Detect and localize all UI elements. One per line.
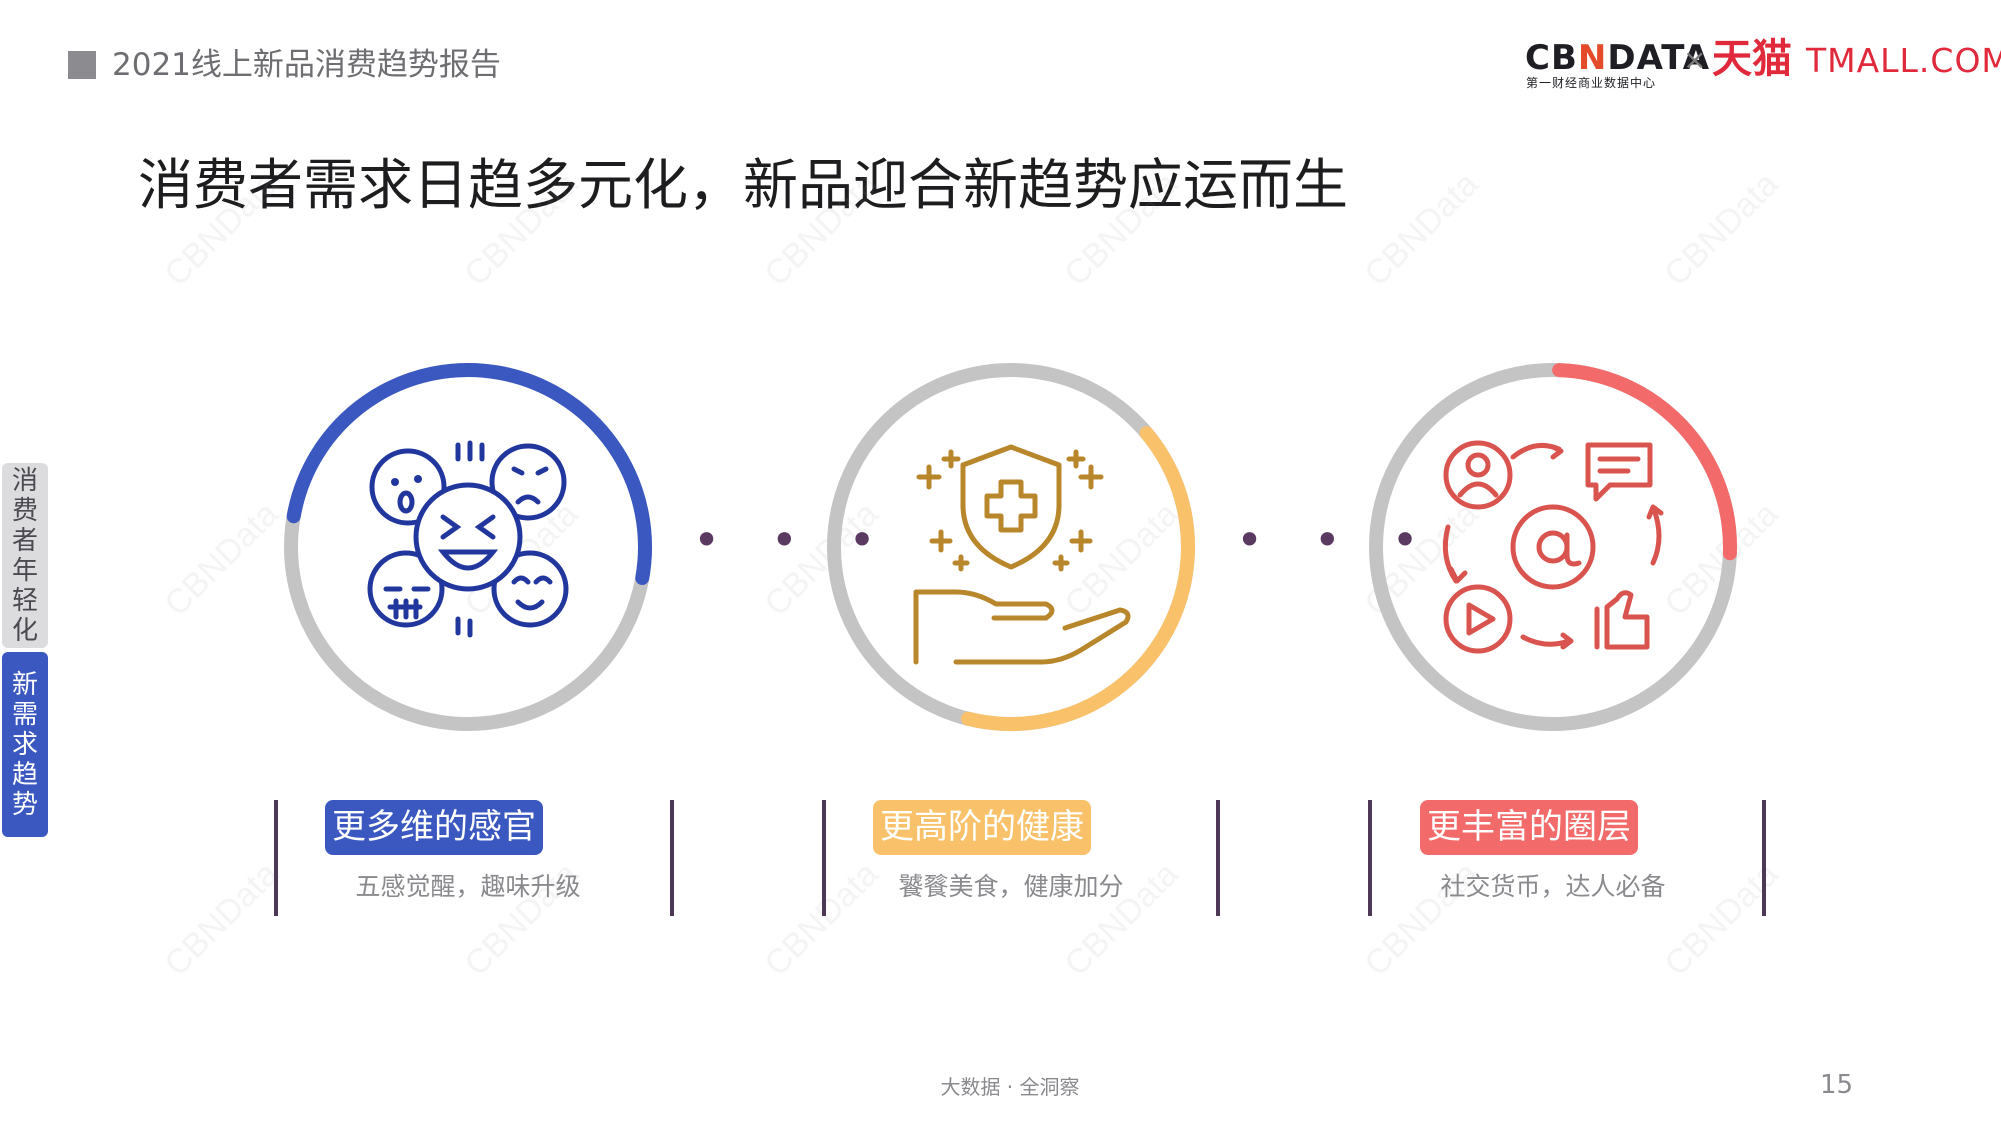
tmall-logo-cn: 天猫 xyxy=(1712,36,1792,82)
cbndata-logo: CBNDATA xyxy=(1525,38,1710,78)
ring-progress-arc xyxy=(1369,363,1737,731)
cbndata-logo-n: N xyxy=(1577,38,1608,78)
report-title: 2021线上新品消费趋势报告 xyxy=(112,47,501,83)
watermark-text: CBNData xyxy=(157,854,286,984)
side-tab-char: 趋 xyxy=(11,759,38,790)
side-tab-char: 者 xyxy=(11,525,38,556)
report-marker-square xyxy=(68,51,96,79)
trend-title-social: 更丰富的圈层 xyxy=(1420,800,1638,855)
ring-svg-sensory xyxy=(284,363,652,731)
trend-subtitle-health: 饕餮美食，健康加分 xyxy=(898,872,1124,901)
side-tab-char: 势 xyxy=(11,789,38,820)
side-tab-char: 费 xyxy=(11,495,38,526)
ring-progress-arc xyxy=(284,363,652,731)
trend-ring-health xyxy=(821,357,1201,737)
trend-title-health: 更高阶的健康 xyxy=(873,800,1091,855)
side-tab-char: 化 xyxy=(11,615,38,646)
ring-progress-arc xyxy=(827,363,1195,731)
cbndata-logo-suffix: DATA xyxy=(1607,38,1711,78)
cbndata-logo-prefix: CB xyxy=(1525,38,1578,78)
label-divider-left xyxy=(274,800,278,916)
ring-svg-health xyxy=(827,363,1195,731)
footer-tagline: 大数据 · 全洞察 xyxy=(940,1075,1080,1099)
side-tab-char: 消 xyxy=(11,465,38,496)
label-divider-left xyxy=(1368,800,1372,916)
side-tab-char: 求 xyxy=(11,729,38,760)
page-headline: 消费者需求日趋多元化，新品迎合新趋势应运而生 xyxy=(138,153,1349,217)
side-tab-char: 轻 xyxy=(11,585,38,616)
cbndata-logo-subtitle: 第一财经商业数据中心 xyxy=(1526,76,1657,90)
watermark-text: CBNData xyxy=(1657,164,1786,294)
side-tab-char: 新 xyxy=(11,669,38,700)
label-divider-left xyxy=(822,800,826,916)
emoji-faces-icon xyxy=(367,440,569,638)
tmall-logo-domain: TMALL.COM xyxy=(1805,41,2001,80)
tmall-logo: 天猫 TMALL.COM xyxy=(1712,36,2001,84)
trend-subtitle-social: 社交货币，达人必备 xyxy=(1440,872,1666,901)
trend-ring-sensory xyxy=(278,357,658,737)
side-tab-char: 年 xyxy=(11,555,38,586)
watermark-text: CBNData xyxy=(157,494,286,624)
health-shield-hand-icon xyxy=(913,444,1131,665)
trend-ring-social xyxy=(1363,357,1743,737)
side-tab-youth[interactable]: 消 费 者 年 轻 化 xyxy=(2,463,48,648)
ring-svg-social xyxy=(1369,363,1737,731)
label-divider-right xyxy=(1216,800,1220,916)
side-tab-char: 需 xyxy=(11,699,38,730)
page-number: 15 xyxy=(1820,1070,1854,1100)
logo-separator: × xyxy=(1683,43,1707,76)
label-divider-right xyxy=(1762,800,1766,916)
label-divider-right xyxy=(670,800,674,916)
trend-title-sensory: 更多维的感官 xyxy=(325,800,543,855)
side-tab-new-demand[interactable]: 新 需 求 趋 势 xyxy=(2,652,48,837)
watermark-text: CBNData xyxy=(1357,164,1486,294)
social-network-icon xyxy=(1442,440,1664,654)
trend-subtitle-sensory: 五感觉醒，趣味升级 xyxy=(355,872,581,901)
